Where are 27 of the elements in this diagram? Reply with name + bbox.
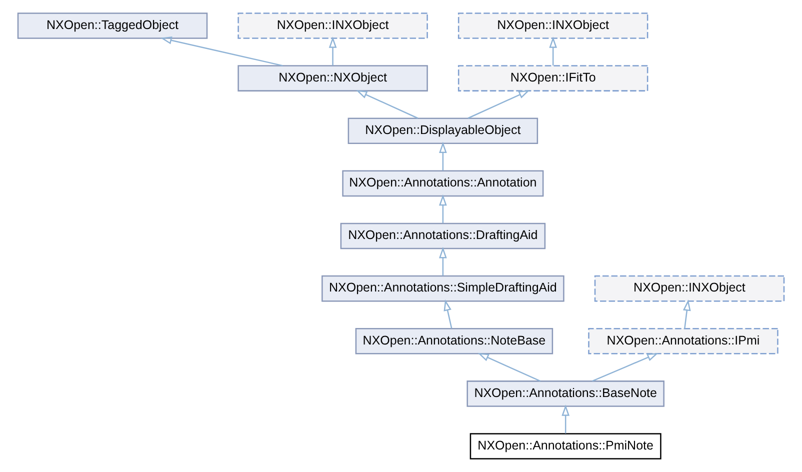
- node-box: NXOpen::Annotations::IPmi: [588, 328, 778, 354]
- node-box: NXOpen::TaggedObject: [17, 12, 208, 39]
- node-box: NXOpen::Annotations::PmiNote: [470, 433, 662, 460]
- arrow: [356, 90, 418, 119]
- node-box: NXOpen::INXObject: [238, 12, 428, 39]
- node-box: NXOpen::NXObject: [238, 65, 428, 92]
- arrow: [478, 352, 541, 382]
- arrow: [549, 36, 558, 66]
- arrow: [438, 246, 447, 276]
- arrow: [438, 194, 447, 224]
- node-box: NXOpen::IFitTo: [458, 65, 648, 92]
- node-box: NXOpen::INXObject: [458, 12, 648, 39]
- node-box: NXOpen::Annotations::DraftingAid: [340, 222, 546, 250]
- arrow: [682, 300, 691, 328]
- arrow: [592, 352, 658, 382]
- node-box: NXOpen::INXObject: [594, 275, 785, 302]
- arrow: [438, 142, 447, 171]
- node-box: NXOpen::Annotations::NoteBase: [355, 328, 554, 354]
- arrow: [328, 36, 337, 66]
- arrow: [468, 90, 530, 119]
- node-box: NXOpen::DisplayableObject: [348, 118, 538, 144]
- arrow: [562, 404, 570, 434]
- arrow: [444, 300, 452, 328]
- node-box: NXOpen::Annotations::BaseNote: [466, 380, 664, 407]
- arrow: [160, 36, 283, 66]
- node-box: NXOpen::Annotations::Annotation: [342, 170, 544, 197]
- node-box: NXOpen::Annotations::SimpleDraftingAid: [322, 275, 564, 302]
